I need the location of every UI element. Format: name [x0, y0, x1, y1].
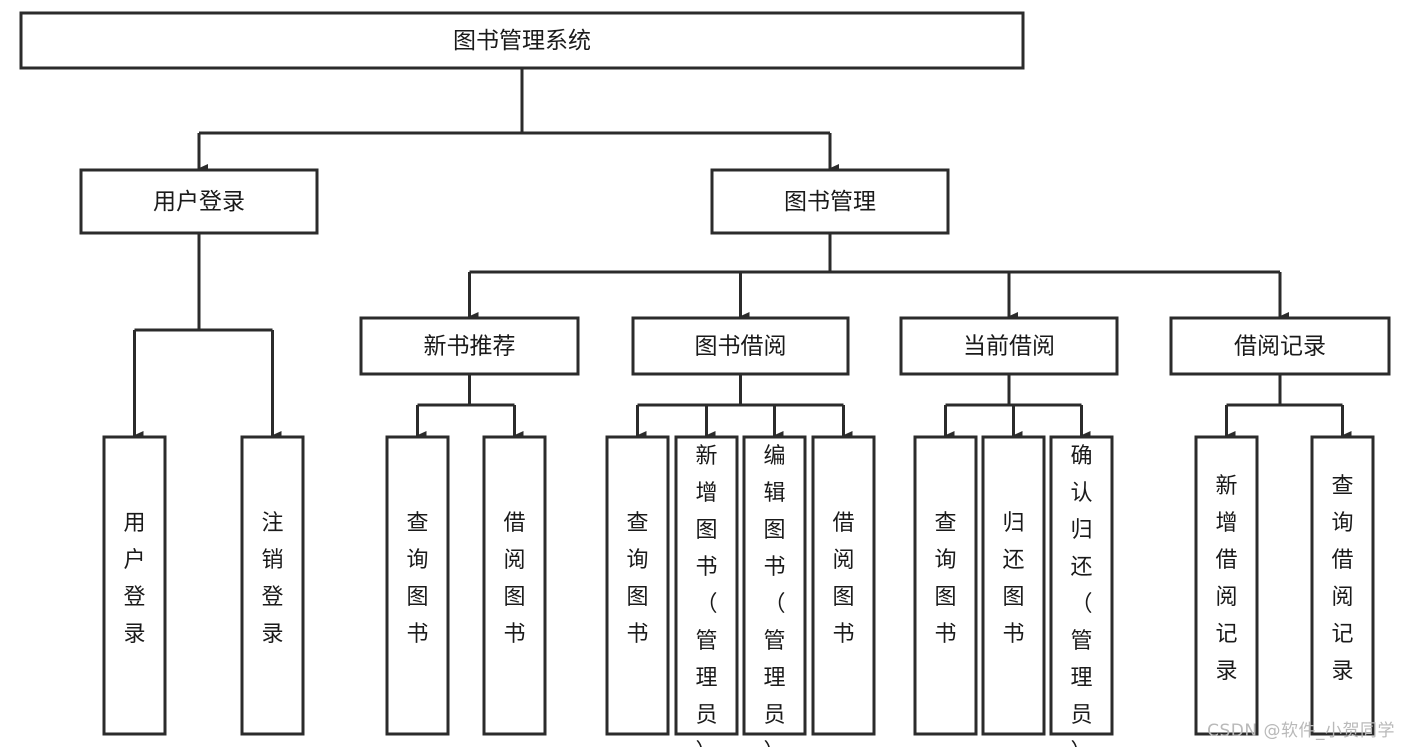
node-label: 新增图书（管理员） — [695, 444, 717, 747]
connector-lines — [132, 68, 1352, 441]
node-leaf-borrow-book-1[interactable]: 借阅图书 — [482, 435, 547, 736]
node-label: 查询图书 — [406, 511, 428, 647]
node-label: 查询借阅记录 — [1331, 474, 1353, 684]
node-leaf-add-record[interactable]: 新增借阅记录 — [1194, 435, 1259, 736]
node-current-borrow[interactable]: 当前借阅 — [899, 316, 1119, 376]
node-label: 图书管理 — [784, 189, 876, 215]
node-label: 借阅图书 — [503, 511, 525, 647]
node-label: 当前借阅 — [963, 334, 1055, 360]
node-label: 新书推荐 — [424, 334, 516, 360]
node-leaf-add-book[interactable]: 新增图书（管理员） — [674, 435, 739, 747]
node-root[interactable]: 图书管理系统 — [19, 11, 1025, 70]
node-leaf-edit-book[interactable]: 编辑图书（管理员） — [742, 435, 807, 747]
node-borrow-record[interactable]: 借阅记录 — [1169, 316, 1391, 376]
node-leaf-user-login[interactable]: 用户登录 — [102, 435, 167, 736]
node-label: 查询图书 — [934, 511, 956, 647]
node-leaf-query-book-2[interactable]: 查询图书 — [605, 435, 670, 736]
node-label: 归还图书 — [1002, 511, 1024, 647]
node-leaf-query-book-3[interactable]: 查询图书 — [913, 435, 978, 736]
node-label: 查询图书 — [626, 511, 648, 647]
node-label: 用户登录 — [153, 189, 245, 215]
node-label: 图书管理系统 — [453, 28, 591, 54]
node-boxes: 图书管理系统用户登录图书管理新书推荐图书借阅当前借阅借阅记录用户登录注销登录查询… — [19, 11, 1391, 747]
node-label: 新增借阅记录 — [1215, 474, 1237, 684]
node-label: 编辑图书（管理员） — [763, 444, 785, 747]
node-label: 借阅图书 — [832, 511, 854, 647]
node-label: 注销登录 — [261, 511, 283, 647]
node-leaf-confirm-return[interactable]: 确认归还（管理员） — [1049, 435, 1114, 747]
node-leaf-return-book[interactable]: 归还图书 — [981, 435, 1046, 736]
node-label: 用户登录 — [123, 511, 145, 647]
node-user-login[interactable]: 用户登录 — [79, 168, 319, 235]
node-leaf-borrow-book-2[interactable]: 借阅图书 — [811, 435, 876, 736]
node-new-book-recommend[interactable]: 新书推荐 — [359, 316, 580, 376]
node-leaf-query-record[interactable]: 查询借阅记录 — [1310, 435, 1375, 736]
node-book-borrow[interactable]: 图书借阅 — [631, 316, 850, 376]
node-leaf-query-book-1[interactable]: 查询图书 — [385, 435, 450, 736]
node-leaf-logout[interactable]: 注销登录 — [240, 435, 305, 736]
node-label: 借阅记录 — [1234, 334, 1326, 360]
node-label: 确认归还（管理员） — [1070, 444, 1092, 747]
node-book-manage[interactable]: 图书管理 — [710, 168, 950, 235]
node-label: 图书借阅 — [695, 334, 787, 360]
